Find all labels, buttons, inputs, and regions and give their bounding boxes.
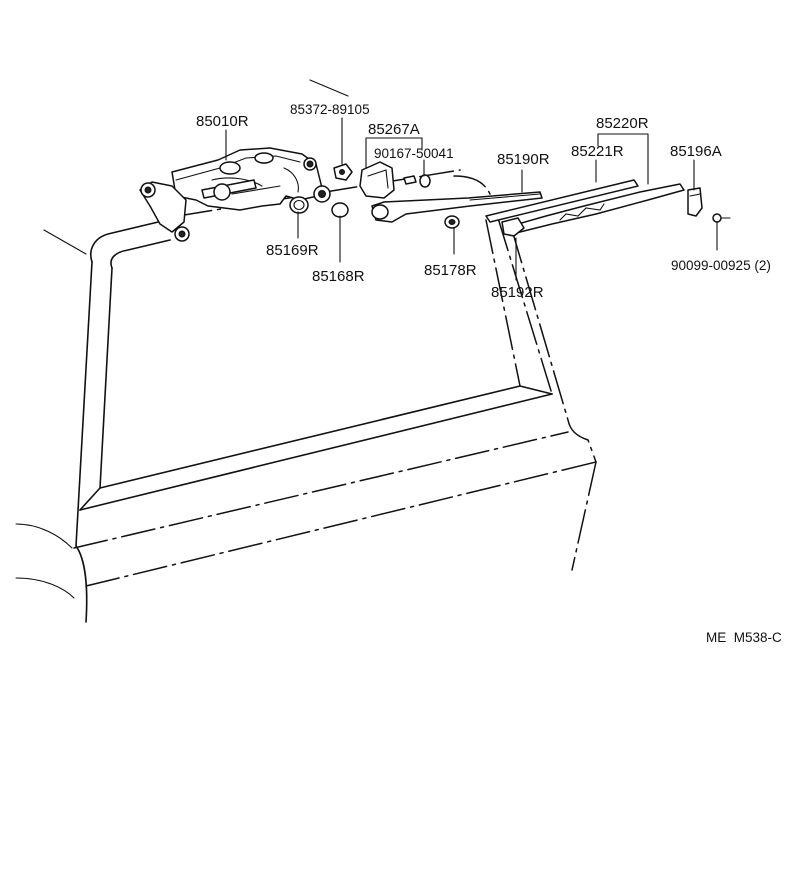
wiper-motor-assembly — [139, 147, 331, 242]
diagram-code: ME M538-C — [706, 630, 782, 645]
label-85267A: 85267A — [368, 121, 420, 138]
wiper-blade-assembly — [485, 179, 685, 237]
cushion-85168R — [331, 202, 349, 218]
label-85192R: 85192R — [491, 284, 544, 301]
cover-85267A — [359, 161, 395, 199]
wiper-arm — [371, 191, 543, 223]
label-85220R: 85220R — [596, 115, 649, 132]
label-85169R: 85169R — [266, 242, 319, 259]
part-labels: 85010R 85372-89105 85267A 90167-50041 85… — [196, 102, 782, 645]
vehicle-body-outline — [15, 169, 597, 623]
label-85190R: 85190R — [497, 151, 550, 168]
label-85372-89105: 85372-89105 — [290, 102, 370, 117]
nut-85178R — [444, 215, 460, 229]
label-85178R: 85178R — [424, 262, 477, 279]
leader-lines — [225, 79, 718, 281]
label-90099-00925: 90099-00925 (2) — [671, 258, 771, 273]
screw-90167 — [403, 174, 431, 188]
screw-90099 — [712, 213, 731, 223]
label-85221R: 85221R — [571, 143, 624, 160]
label-90167-50041: 90167-50041 — [374, 146, 454, 161]
washer-nozzle — [687, 187, 703, 217]
label-85168R: 85168R — [312, 268, 365, 285]
bushing-85169R — [289, 196, 309, 214]
label-85196A: 85196A — [670, 143, 722, 160]
label-85010R: 85010R — [196, 113, 249, 130]
cap-85372 — [333, 163, 353, 181]
